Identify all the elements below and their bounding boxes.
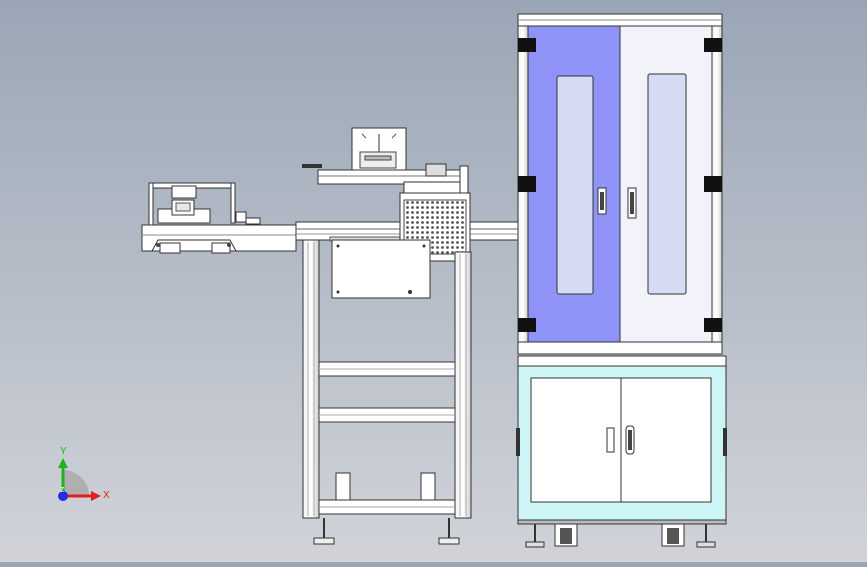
mount-plate — [331, 239, 431, 299]
coordinate-triad[interactable]: Y X Z — [58, 446, 110, 501]
x-axis-label: X — [103, 490, 110, 501]
triad-arc — [63, 470, 89, 496]
feeder-unit — [141, 182, 297, 254]
frame-stand — [302, 239, 472, 545]
z-axis-label: Z — [60, 487, 65, 494]
y-axis-label: Y — [60, 446, 67, 457]
cabinet-base — [516, 355, 727, 548]
z-axis-dot — [58, 491, 68, 501]
cabinet-upper — [517, 13, 723, 355]
top-module — [302, 127, 469, 223]
